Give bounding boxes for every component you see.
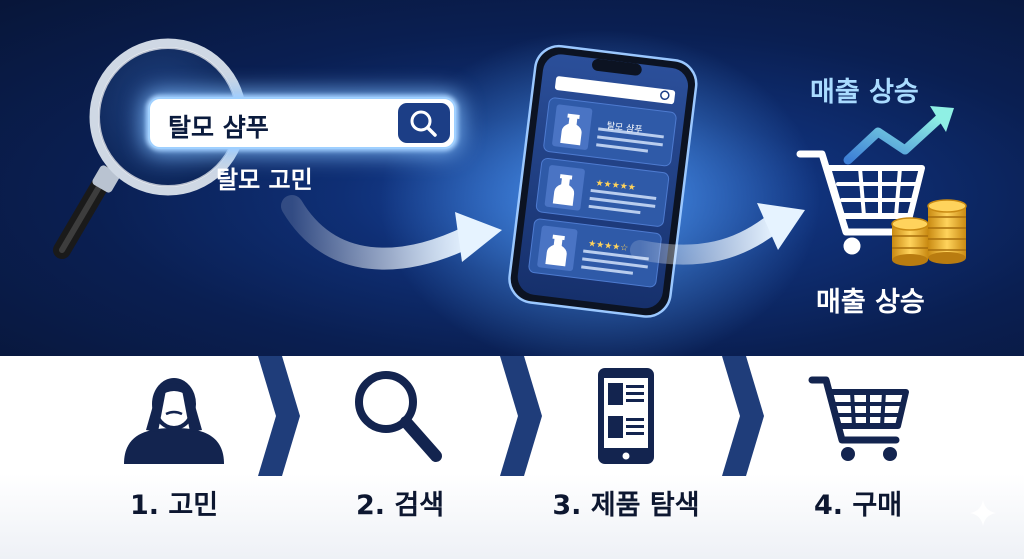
gold-coins-icon	[891, 199, 967, 266]
worried-person-icon	[124, 378, 224, 464]
phone-search-result-title: 탈모 샴푸	[606, 120, 643, 135]
sparkle-icon	[970, 500, 996, 526]
product-list-phone-icon	[598, 368, 654, 464]
customer-journey-steps: 1. 고민 2. 검색 3. 제품 탐색 4. 구매	[0, 356, 1024, 559]
concern-label: 탈모 고민	[216, 166, 313, 194]
step-label-browse: 3. 제품 탐색	[552, 490, 700, 521]
flow-arrow-phone-to-cart	[630, 203, 805, 265]
hero-illustration: 탈모 샴푸 ★★★★★ ★★★★☆	[0, 0, 1024, 356]
search-query-text: 탈모 샴푸	[168, 113, 269, 142]
step-label-concern: 1. 고민	[129, 490, 219, 521]
sales-up-label-bottom: 매출 상승	[816, 287, 925, 318]
magnifier-icon	[355, 371, 442, 462]
step-label-search: 2. 검색	[355, 490, 445, 521]
search-button	[398, 103, 450, 143]
phone-rating-1: ★★★★★	[595, 179, 636, 194]
search-bar: 탈모 샴푸	[148, 97, 456, 149]
flow-arrow-search-to-phone	[281, 195, 502, 270]
step-chevrons	[258, 356, 764, 476]
phone-rating-2: ★★★★☆	[587, 239, 628, 254]
shopping-cart-icon	[808, 376, 909, 461]
step-label-purchase: 4. 구매	[813, 490, 903, 521]
sales-up-label-top: 매출 상승	[810, 77, 919, 108]
search-icon	[410, 110, 437, 137]
trend-up-arrow-icon	[843, 106, 954, 165]
